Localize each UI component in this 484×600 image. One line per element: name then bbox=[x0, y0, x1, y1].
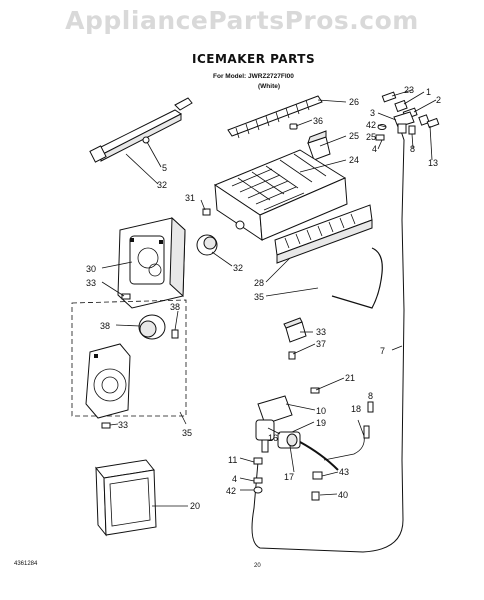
callout-8-lower: 8 bbox=[368, 391, 373, 401]
part-tube-16 bbox=[323, 401, 374, 461]
callout-38: 38 bbox=[170, 302, 180, 312]
part-filter-18 bbox=[95, 459, 157, 537]
callout-42-lower: 42 bbox=[226, 486, 236, 496]
part-tube-7 bbox=[251, 127, 405, 553]
part-coil-17 bbox=[277, 431, 301, 449]
callout-5: 5 bbox=[162, 163, 167, 173]
callout-31: 35 bbox=[254, 292, 264, 302]
callout-42-upper: 42 bbox=[366, 120, 376, 130]
callout-21: 23 bbox=[404, 85, 414, 95]
part-motor-37 bbox=[138, 314, 166, 340]
part-mold-cover-23 bbox=[227, 95, 323, 139]
part-fitting-21 bbox=[381, 91, 397, 103]
watermark: AppliancePartsPros.com bbox=[65, 6, 419, 35]
callout-32: 32 bbox=[157, 180, 167, 190]
callout-28: 33 bbox=[86, 278, 96, 288]
part-screw-36 bbox=[289, 123, 298, 130]
callout-7: 7 bbox=[380, 346, 385, 356]
part-nut-4-upper bbox=[375, 134, 385, 141]
part-screw-26 bbox=[202, 208, 211, 216]
part-screw-30 bbox=[101, 422, 111, 429]
part-washer-42-lower bbox=[253, 486, 263, 494]
model-number: For Model: JWRZ2727FI00 bbox=[213, 73, 294, 80]
callout-1: 1 bbox=[426, 87, 431, 97]
callout-36: 36 bbox=[313, 116, 323, 126]
callout-30: 33 bbox=[118, 420, 128, 430]
callout-18: 20 bbox=[190, 501, 200, 511]
callout-labels: 5 32 26 36 25 24 31 32 30 33 28 35 38 38… bbox=[86, 85, 441, 511]
callout-3: 3 bbox=[370, 108, 375, 118]
callout-20: 24 bbox=[349, 155, 359, 165]
callout-26: 31 bbox=[185, 193, 195, 203]
callout-4-upper: 4 bbox=[372, 144, 377, 154]
part-clamp-3 bbox=[393, 111, 415, 134]
callout-16: 18 bbox=[351, 404, 361, 414]
callout-2: 2 bbox=[436, 95, 441, 105]
callout-10: 10 bbox=[316, 406, 326, 416]
part-clamp-43 bbox=[312, 471, 323, 480]
part-shutoff-arm-31 bbox=[331, 247, 383, 309]
part-shutoff-22 bbox=[307, 130, 331, 161]
part-nut-4-lower bbox=[253, 477, 263, 484]
page-number: 20 bbox=[254, 563, 261, 569]
callout-19: 21 bbox=[345, 373, 355, 383]
callout-40: 40 bbox=[338, 490, 348, 500]
document-number: 4361284 bbox=[14, 561, 38, 567]
part-screw-40 bbox=[311, 491, 320, 501]
callout-25: 30 bbox=[86, 264, 96, 274]
callout-4-lower: 4 bbox=[232, 474, 237, 484]
part-bracket-32 bbox=[89, 97, 193, 163]
callout-35: 35 bbox=[182, 428, 192, 438]
part-screw-19 bbox=[310, 387, 320, 394]
callout-22-upper: 25 bbox=[366, 132, 376, 142]
part-fill-cup-27 bbox=[196, 234, 218, 256]
part-fitting-13 bbox=[418, 114, 440, 129]
part-fitting-8 bbox=[408, 125, 416, 135]
color-variant: (White) bbox=[258, 83, 281, 90]
callout-37: 38 bbox=[100, 321, 110, 331]
part-water-valve-10 bbox=[255, 395, 293, 453]
part-bracket-33 bbox=[283, 317, 307, 343]
callout-22: 25 bbox=[349, 131, 359, 141]
page-title: ICEMAKER PARTS bbox=[192, 52, 316, 66]
callout-34: 37 bbox=[316, 339, 326, 349]
callout-15: 17 bbox=[284, 472, 294, 482]
callout-43: 43 bbox=[339, 467, 349, 477]
callout-8: 8 bbox=[410, 144, 415, 154]
part-motor-assembly-35 bbox=[71, 299, 187, 419]
callout-17: 19 bbox=[316, 418, 326, 428]
callout-11: 11 bbox=[228, 455, 237, 465]
callout-33: 33 bbox=[316, 327, 326, 337]
leader-lines bbox=[101, 89, 437, 507]
part-nut-1 bbox=[394, 99, 408, 113]
part-screw-34 bbox=[288, 351, 296, 360]
part-ice-mold-20 bbox=[213, 149, 348, 241]
part-screw-28 bbox=[121, 293, 131, 300]
part-ejector-24 bbox=[274, 204, 373, 264]
callout-24: 28 bbox=[254, 278, 264, 288]
callout-13: 13 bbox=[428, 158, 438, 168]
callout-27: 32 bbox=[233, 263, 243, 273]
part-screw-11 bbox=[253, 457, 263, 465]
part-screw-38 bbox=[171, 329, 179, 339]
part-fitting-15 bbox=[299, 441, 339, 471]
part-housing-25 bbox=[117, 216, 186, 309]
callout-14: 16 bbox=[268, 433, 278, 443]
callout-23: 26 bbox=[349, 97, 359, 107]
